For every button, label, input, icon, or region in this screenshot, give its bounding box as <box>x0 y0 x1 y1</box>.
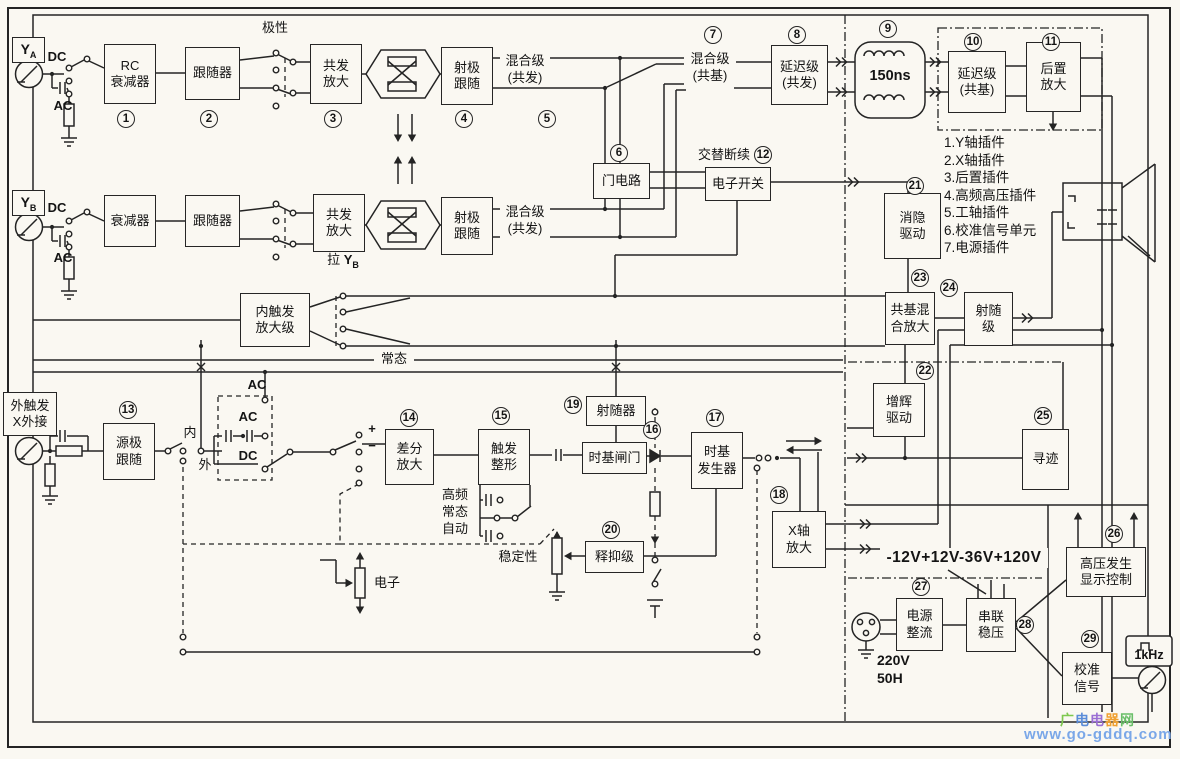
block-follower-b: 跟随器 <box>185 195 240 247</box>
block-cal-signal: 校准 信号 <box>1062 652 1112 705</box>
num-20: 20 <box>602 521 620 539</box>
block-diff-amp: 差分 放大 <box>385 429 434 485</box>
label-normal-mode: 常态 <box>374 351 414 368</box>
label-trig-ac-top: AC <box>247 377 267 392</box>
num-26: 26 <box>1105 525 1123 543</box>
block-cb-mixer-amp: 共基混 合放大 <box>885 292 935 345</box>
watermark-url: www.go-gddq.com <box>1024 726 1173 743</box>
num-18: 18 <box>770 486 788 504</box>
label-mains: 220V 50H <box>877 652 910 687</box>
block-ce-amp-b: 共发 放大 <box>313 194 365 252</box>
legend-item: 1.Y轴插件 <box>944 135 1005 150</box>
block-trace-finder: 寻迹 <box>1022 429 1069 490</box>
block-emitter-follower-a: 射极 跟随 <box>441 47 493 105</box>
block-trigger-shaper: 触发 整形 <box>478 429 530 485</box>
num-17: 17 <box>706 409 724 427</box>
num-25: 25 <box>1034 407 1052 425</box>
block-follower-stage: 射随 级 <box>964 292 1013 346</box>
block-ext-trigger: 外触发 X外接 <box>3 392 57 436</box>
num-19: 19 <box>564 396 582 414</box>
num-14: 14 <box>400 409 418 427</box>
label-alt-chop: 交替断续 <box>697 147 750 162</box>
block-hv-display: 高压发生 显示控制 <box>1066 547 1146 597</box>
block-emitter-follower-19: 射随器 <box>586 396 646 426</box>
channel-ya-tag: YA <box>12 37 45 63</box>
channel-yb-tag: YB <box>12 190 45 216</box>
num-10: 10 <box>964 33 982 51</box>
num-13: 13 <box>119 401 137 419</box>
legend-item: 5.工轴插件 <box>944 205 1010 220</box>
block-series-regulator: 串联 稳压 <box>966 598 1016 652</box>
num-24: 24 <box>940 279 958 297</box>
block-post-amp: 后置 放大 <box>1026 42 1081 112</box>
label-mixer-cb: 混合级 (共基) <box>684 51 736 85</box>
num-28: 28 <box>1016 616 1034 634</box>
label-polarity: 极性 <box>261 20 288 35</box>
num-29: 29 <box>1081 630 1099 648</box>
label-ac-a: AC <box>53 98 73 113</box>
num-6: 6 <box>610 144 628 162</box>
label-dc-b: DC <box>47 200 67 215</box>
block-power-rectifier: 电源 整流 <box>896 598 943 651</box>
num-4: 4 <box>455 110 473 128</box>
block-holdoff: 释抑级 <box>585 541 644 573</box>
num-7: 7 <box>704 26 722 44</box>
num-3: 3 <box>324 110 342 128</box>
block-emitter-follower-b: 射极 跟随 <box>441 197 493 255</box>
label-supply-rails: -12V+12V-36V+120V <box>880 548 1048 569</box>
label-trig-modes: 高频 常态 自动 <box>441 487 468 536</box>
block-timebase-gate: 时基闸门 <box>582 442 647 474</box>
legend-item: 4.高频高压插件 <box>944 187 1037 203</box>
legend-item: 2.X轴插件 <box>944 152 1005 168</box>
label-external: 外 <box>198 457 212 472</box>
num-15: 15 <box>492 407 510 425</box>
num-21: 21 <box>906 177 924 195</box>
block-int-trigger-amp: 内触发 放大级 <box>240 293 310 347</box>
block-blanking-drive: 消隐 驱动 <box>884 193 941 259</box>
block-source-follower: 源极 跟随 <box>103 423 155 480</box>
label-internal: 内 <box>183 425 197 440</box>
block-gate-circuit: 门电路 <box>593 163 650 199</box>
watermark-site-name: 广电电器网 <box>1060 712 1135 728</box>
block-delay-cb: 延迟级 (共基) <box>948 51 1006 113</box>
num-12: 12 <box>754 146 772 164</box>
plugin-legend: 1.Y轴插件 2.X轴插件 3.后置插件 4.高频高压插件 5.工轴插件 6.校… <box>944 134 1062 257</box>
label-trig-dc: DC <box>238 448 258 463</box>
block-timebase-gen: 时基 发生器 <box>691 432 743 489</box>
num-5: 5 <box>538 110 556 128</box>
label-electron: 电子 <box>373 575 400 590</box>
num-11: 11 <box>1042 33 1060 51</box>
label-pull-yb: 拉 YB <box>327 252 359 270</box>
block-x-amp: X轴 放大 <box>772 511 826 568</box>
block-delay-ce: 延迟级 (共发) <box>771 45 828 105</box>
block-electronic-switch: 电子开关 <box>705 167 771 201</box>
block-brighten-drive: 增辉 驱动 <box>873 383 925 437</box>
block-follower-a: 跟随器 <box>185 47 240 100</box>
legend-item: 7.电源插件 <box>944 240 1010 255</box>
num-8: 8 <box>788 26 806 44</box>
num-1: 1 <box>117 110 135 128</box>
label-1khz: 1kHz <box>1134 648 1164 662</box>
num-16: 16 <box>643 421 661 439</box>
label-mixer-ce-b: 混合级 (共发) <box>500 204 550 238</box>
legend-item: 3.后置插件 <box>944 170 1010 185</box>
label-slope-plus: + <box>368 421 376 436</box>
label-slope-minus: − <box>368 438 376 453</box>
label-delay-line-150ns: 150ns <box>869 68 911 84</box>
label-mixer-ce-a: 混合级 (共发) <box>500 53 550 87</box>
num-9: 9 <box>879 20 897 38</box>
block-rc-attenuator: RC 衰减器 <box>104 44 156 104</box>
label-stability: 稳定性 <box>498 549 538 564</box>
label-dc-a: DC <box>47 49 67 64</box>
num-2: 2 <box>200 110 218 128</box>
legend-item: 6.校准信号单元 <box>944 222 1037 238</box>
label-ac-b: AC <box>53 250 73 265</box>
label-trig-ac: AC <box>238 409 258 424</box>
num-23: 23 <box>911 269 929 287</box>
block-attenuator-b: 衰减器 <box>104 195 156 247</box>
num-27: 27 <box>912 578 930 596</box>
block-ce-amp-a: 共发 放大 <box>310 44 362 104</box>
num-22: 22 <box>916 362 934 380</box>
